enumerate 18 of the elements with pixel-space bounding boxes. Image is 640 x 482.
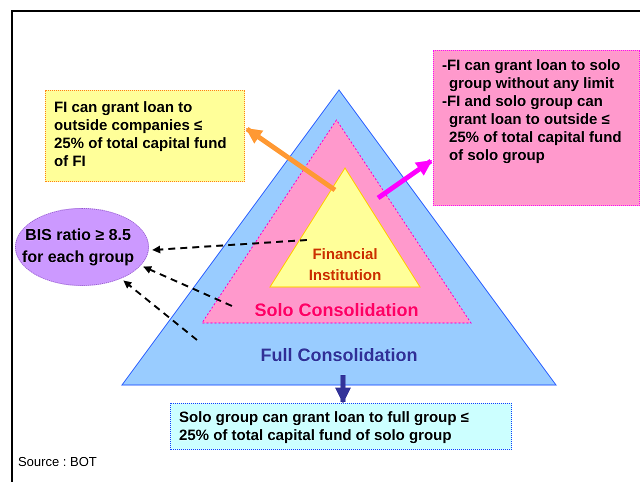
arrow [246, 126, 336, 192]
layer-label: Solo Consolidation [254, 300, 420, 321]
note-text: -FI can grant loan to solo group without any limit [442, 57, 622, 93]
arrow [123, 280, 198, 341]
note-text: -FI and solo group can grant loan to outside ≤ 25% of total capital fund of solo group [442, 93, 623, 165]
note-text: Solo group can grant loan to full group ≤ 25% of total capital fund of solo group [179, 409, 470, 445]
source-note: Source : BOT [18, 454, 97, 469]
note-box [433, 50, 640, 206]
layer-label: Financial Institution [308, 245, 382, 286]
layer-label: Full Consolidation [260, 345, 418, 366]
note-text: FI can grant loan to outside companies ≤ 25% of total capital fund of FI [54, 99, 228, 171]
arrow [335, 375, 351, 404]
note-text: BIS ratio ≥ 8.5 for each group [20, 226, 135, 268]
arrow [143, 266, 232, 307]
arrow [376, 158, 432, 200]
note-box [45, 90, 245, 182]
note-box [170, 403, 512, 450]
arrow [152, 239, 308, 254]
